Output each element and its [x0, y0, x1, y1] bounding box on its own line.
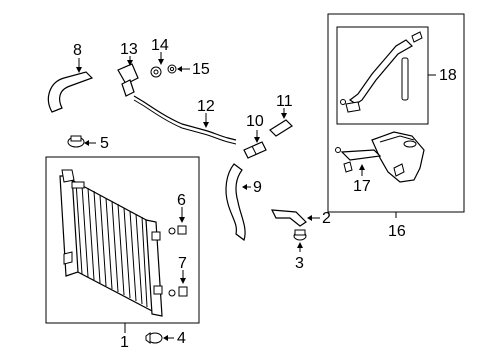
- small-hose: [269, 119, 293, 137]
- reservoir-tank: [371, 131, 425, 183]
- hose-joint: [243, 141, 267, 159]
- water-outlet: [117, 63, 139, 97]
- upper-radiator-hose: [47, 71, 94, 113]
- cushion: [293, 229, 307, 241]
- callout-16: 16: [388, 223, 406, 240]
- callout-2: 2: [322, 210, 331, 227]
- overflow-hose: [340, 31, 423, 113]
- radiator: [59, 169, 163, 317]
- bracket: [270, 209, 307, 227]
- callout-4: 4: [177, 330, 186, 347]
- callout-9: 9: [253, 179, 262, 196]
- callout-5: 5: [100, 135, 109, 152]
- callout-6: 6: [177, 192, 186, 209]
- callout-18: 18: [439, 67, 457, 84]
- callout-15: 15: [192, 61, 210, 78]
- callout-7: 7: [178, 255, 187, 272]
- callout-13: 13: [120, 41, 138, 58]
- radiator-group-frame: [45, 156, 200, 324]
- callout-3: 3: [295, 255, 304, 272]
- thermostat: [150, 66, 162, 78]
- lower-radiator-hose: [225, 163, 246, 241]
- callout-1: 1: [120, 334, 129, 351]
- reservoir-group-frame: [327, 13, 465, 213]
- gasket: [167, 64, 177, 74]
- drain-cock: [145, 332, 163, 344]
- plug-upper: [168, 225, 187, 235]
- callout-12: 12: [197, 98, 215, 115]
- reservoir-bracket: [335, 147, 382, 173]
- callout-11: 11: [276, 93, 293, 110]
- callout-8: 8: [73, 42, 82, 59]
- plug-lower: [168, 286, 188, 297]
- callout-14: 14: [151, 37, 169, 54]
- callout-10: 10: [246, 113, 264, 130]
- callout-17: 17: [353, 178, 371, 195]
- bypass-pipe: [133, 95, 237, 145]
- radiator-cap: [67, 135, 85, 148]
